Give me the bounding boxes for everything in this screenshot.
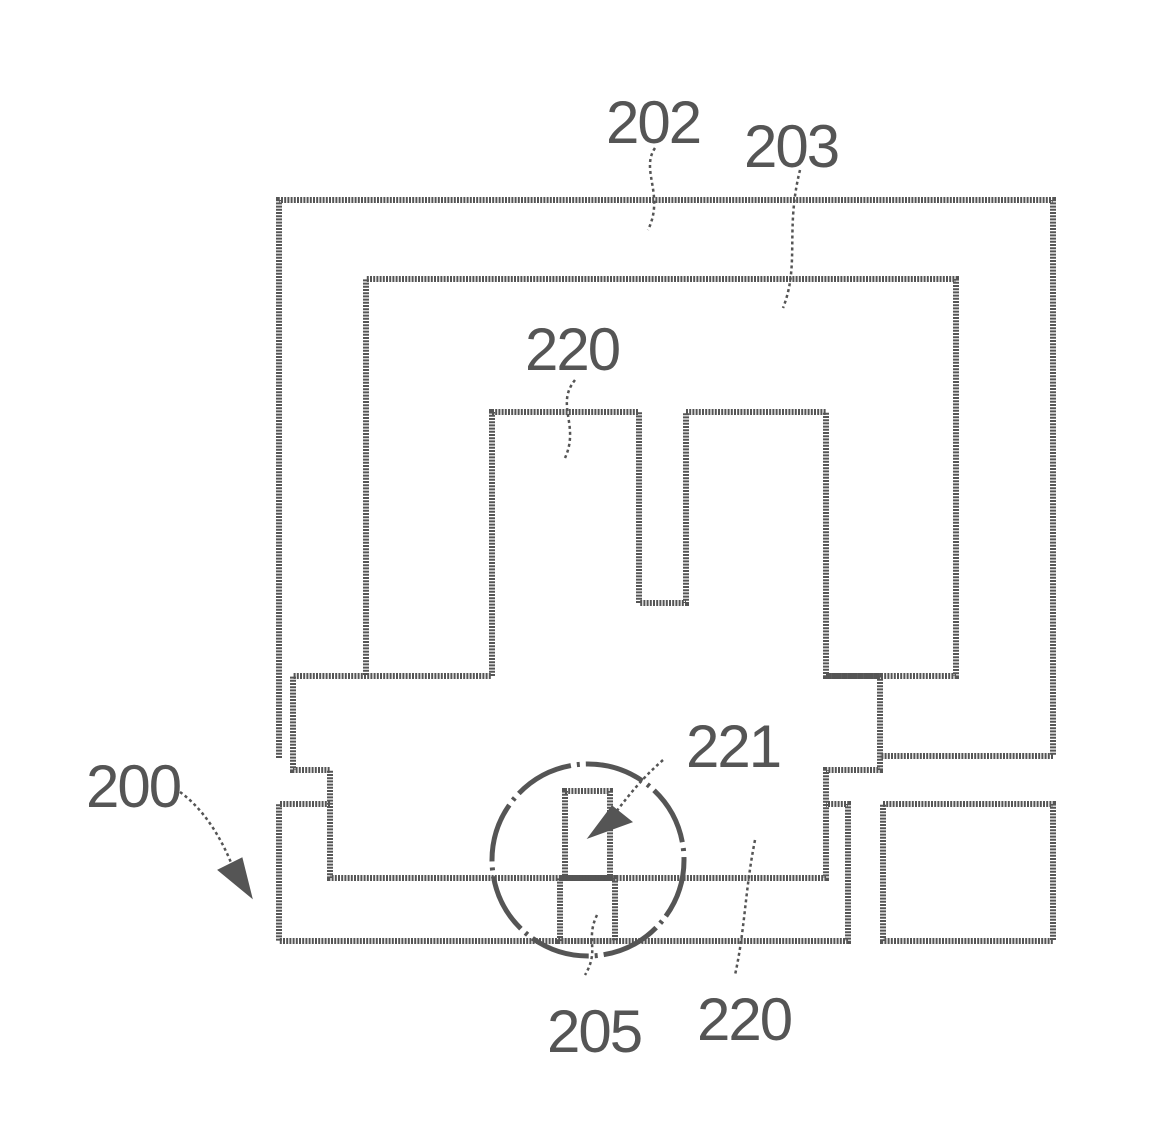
body-220 — [293, 412, 880, 878]
label-200: 200 — [86, 753, 181, 820]
arrow-200-head — [218, 858, 252, 898]
element-205 — [560, 878, 615, 941]
label-205: 205 — [547, 998, 641, 1065]
label-203: 203 — [744, 113, 838, 180]
leader-205 — [585, 915, 597, 975]
leader-202 — [648, 148, 655, 230]
corner-block — [883, 804, 1053, 941]
element-221 — [565, 791, 610, 878]
leader-220-bottom — [735, 840, 755, 975]
label-220-bottom: 220 — [697, 986, 792, 1053]
inner-frame-203 — [366, 279, 956, 676]
label-220-top: 220 — [525, 316, 620, 383]
leader-220-top — [565, 380, 575, 458]
label-202: 202 — [606, 89, 700, 156]
label-221: 221 — [686, 713, 780, 780]
leader-203 — [783, 170, 800, 308]
arrow-200-shaft — [180, 792, 232, 865]
